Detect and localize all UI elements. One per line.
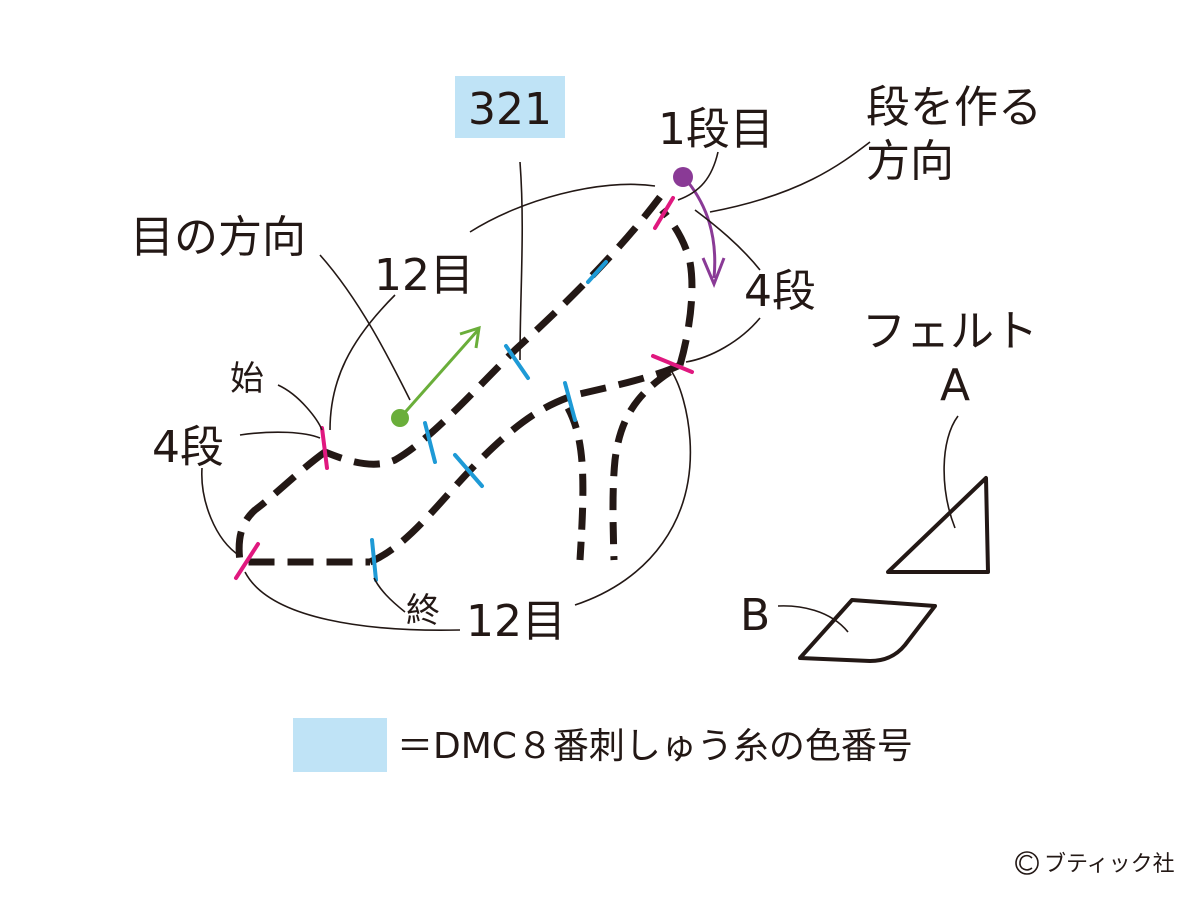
copyright-text: ブティック社 [1044, 852, 1175, 877]
leader-row-direction [709, 141, 871, 213]
leader-rows-right-bottom [685, 317, 761, 363]
color-number-label: 321 [468, 84, 552, 135]
leader-start [277, 384, 323, 431]
label-stitches-top: 12目 [374, 250, 474, 301]
label-rows-right: 4段 [744, 266, 816, 317]
label-start: 始 [230, 359, 264, 399]
stitch-direction-arrowhead [459, 325, 481, 349]
row-marker [653, 196, 675, 230]
leader-stitches-top [469, 183, 656, 233]
leader-rows-left-bottom [201, 467, 241, 557]
felt-piece-b [798, 598, 937, 663]
label-row-direction-1: 段を作る [866, 82, 1042, 133]
label-stitches-bottom: 12目 [466, 596, 566, 647]
leader-felt-a [943, 415, 959, 529]
heel-back-line [609, 369, 672, 561]
felt-title: フェルト [862, 306, 1038, 357]
leader-stitches-bottom [244, 571, 461, 632]
color-swatch [455, 76, 565, 138]
felt-piece-a [886, 476, 990, 574]
leader-felt-b [777, 605, 849, 633]
leader-end [373, 577, 406, 613]
label-end: 終 [406, 591, 440, 631]
shoe-sole-outline [368, 361, 682, 566]
row-direction-arrow [686, 181, 717, 279]
legend-text: ＝DMC８番刺しゅう糸の色番号 [397, 726, 913, 767]
stitch-marker [453, 453, 484, 488]
shoe-upper-outline [323, 194, 663, 468]
shoe-heel-back-outline [659, 207, 696, 366]
label-row1: 1段目 [658, 104, 774, 155]
leader-stitches-bottom-right [574, 371, 692, 606]
stitch-marker [504, 344, 530, 380]
stitch-marker [370, 538, 378, 582]
leader-rows-right-top [694, 209, 761, 271]
stitch-marker [586, 260, 608, 284]
copyright-icon [1015, 851, 1039, 875]
stitch-direction-arrow [398, 329, 480, 419]
felt-piece-a-label: A [940, 360, 970, 411]
leader-rows-left-top [239, 431, 321, 439]
row-marker [234, 542, 260, 580]
label-rows-left: 4段 [152, 422, 224, 473]
legend-swatch [293, 718, 387, 772]
label-stitch-direction: 目の方向 [130, 212, 306, 263]
felt-piece-b-label: B [740, 590, 770, 641]
row-direction-arrowhead [701, 257, 726, 289]
row-marker [651, 354, 694, 374]
shoe-toe-outline [235, 449, 370, 566]
stitch-marker [563, 381, 577, 422]
label-row-direction-2: 方向 [866, 136, 954, 187]
stitch-marker [423, 421, 437, 464]
leader-row1 [677, 151, 719, 201]
heel-front-line [564, 406, 587, 561]
leader-stitches-top-left [329, 294, 396, 431]
leader-direction-stitch [319, 254, 411, 401]
row-marker [320, 426, 329, 470]
leader-color-number [519, 161, 524, 361]
